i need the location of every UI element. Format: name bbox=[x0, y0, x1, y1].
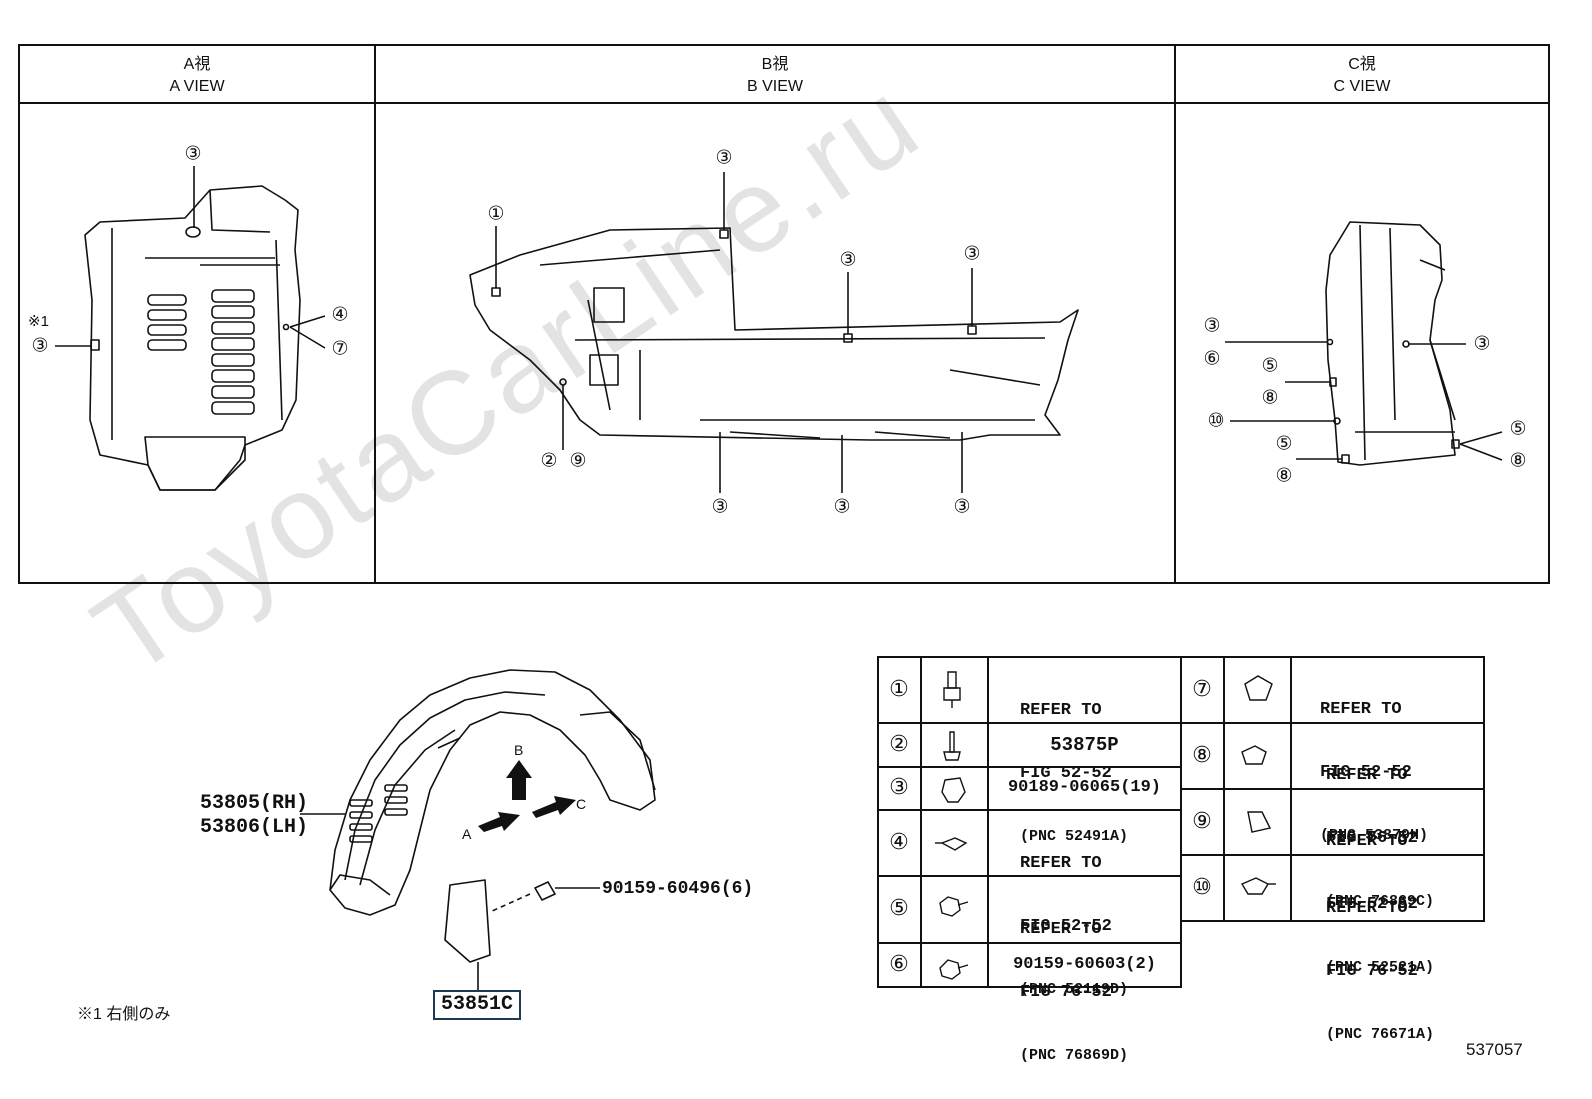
view-c-callout: ⑥ bbox=[1203, 347, 1221, 370]
ref-line: FIG 76-52 bbox=[1326, 962, 1418, 981]
ref-line: (PNC 52521A) bbox=[1326, 959, 1435, 976]
view-a-en: A VIEW bbox=[169, 78, 225, 95]
view-a-jp: A視 bbox=[183, 56, 211, 73]
ref-line: (PNC 52119D) bbox=[1020, 981, 1129, 998]
part-label-lh: 53806(LH) bbox=[200, 816, 309, 839]
view-a-header: A視 A VIEW bbox=[19, 54, 375, 98]
view-c-callout: ⑧ bbox=[1509, 449, 1527, 472]
footnote: ※1 右側のみ bbox=[77, 1006, 171, 1023]
table-part-cell: 53875P bbox=[1050, 734, 1119, 756]
table-row-num: ⑨ bbox=[1192, 809, 1212, 834]
table-row-num: ⑥ bbox=[889, 952, 909, 977]
view-a-callout: ④ bbox=[331, 303, 349, 326]
ref-line: FIG 52-52 bbox=[1326, 895, 1418, 914]
view-c-callout: ⑤ bbox=[1275, 432, 1293, 455]
table-ref-cell: REFER TO FIG 52-52 (PNC 53879H) bbox=[1320, 657, 1428, 867]
ref-line: REFER TO bbox=[1326, 899, 1408, 918]
ref-line: (PNC 52491A) bbox=[1020, 828, 1129, 845]
view-b-jp: B視 bbox=[761, 56, 789, 73]
ref-line: (PNC 76869C) bbox=[1326, 893, 1435, 910]
ref-line: (PNC 76869D) bbox=[1020, 1047, 1129, 1064]
arrow-label-b: B bbox=[514, 742, 524, 758]
view-b-drawing bbox=[469, 172, 1079, 493]
view-a-callout: ③ bbox=[31, 334, 49, 357]
view-b-callout: ③ bbox=[963, 242, 981, 265]
table-row-num: ⑦ bbox=[1192, 677, 1212, 702]
view-b-callout: ⑨ bbox=[569, 449, 587, 472]
view-b-callout: ③ bbox=[715, 146, 733, 169]
ref-line: REFER TO bbox=[1020, 701, 1102, 720]
view-a-note-mark: ※1 bbox=[28, 313, 49, 330]
table-row-num: ⑧ bbox=[1192, 743, 1212, 768]
arrow-label-a: A bbox=[462, 826, 472, 842]
table-row-num: ③ bbox=[889, 775, 909, 800]
view-b-header: B視 B VIEW bbox=[375, 54, 1175, 98]
ref-line: REFER TO bbox=[1326, 766, 1408, 785]
ref-line: REFER TO bbox=[1020, 854, 1102, 873]
table-part-cell: 90159-60603(2) bbox=[1013, 955, 1156, 974]
table-row-num: ④ bbox=[889, 830, 909, 855]
view-b-callout: ③ bbox=[833, 495, 851, 518]
view-b-callout: ② bbox=[540, 449, 558, 472]
view-c-callout: ③ bbox=[1473, 332, 1491, 355]
view-b-callout: ① bbox=[487, 202, 505, 225]
ref-line: FIG 52-52 bbox=[1320, 763, 1412, 782]
view-c-callout: ⑧ bbox=[1275, 464, 1293, 487]
table-ref-cell: REFER TO FIG 76-52 (PNC 76869D) bbox=[1020, 877, 1128, 1087]
ref-line: FIG 52-52 bbox=[1020, 917, 1112, 936]
view-c-drawing bbox=[1225, 221, 1503, 466]
ref-line: REFER TO bbox=[1020, 920, 1102, 939]
view-b-callout: ③ bbox=[953, 495, 971, 518]
part-label-rh: 53805(RH) bbox=[200, 792, 309, 815]
ref-line: FIG 52-52 bbox=[1020, 764, 1112, 783]
table-row-num: ⑩ bbox=[1192, 875, 1212, 900]
ref-line: REFER TO bbox=[1320, 700, 1402, 719]
view-a-callout: ③ bbox=[184, 142, 202, 165]
table-row-num: ① bbox=[889, 677, 909, 702]
view-c-callout: ⑩ bbox=[1207, 409, 1225, 432]
view-c-header: C視 C VIEW bbox=[1175, 54, 1549, 98]
view-a-callout: ⑦ bbox=[331, 337, 349, 360]
table-ref-cell: REFER TO FIG 52-52 (PNC 52491A) bbox=[1020, 658, 1128, 868]
bolt-part-label: 90159-60496(6) bbox=[602, 879, 754, 899]
view-b-en: B VIEW bbox=[746, 78, 803, 95]
arrow-label-c: C bbox=[576, 796, 587, 812]
ref-line: REFER TO bbox=[1326, 832, 1408, 851]
figure-id: 537057 bbox=[1466, 1040, 1523, 1059]
ref-line: FIG 76-52 bbox=[1326, 829, 1418, 848]
ref-line: (PNC 53879H) bbox=[1320, 827, 1429, 844]
ref-line: (PNC 76671A) bbox=[1326, 1026, 1435, 1043]
view-c-callout: ⑤ bbox=[1509, 417, 1527, 440]
view-c-callout: ③ bbox=[1203, 314, 1221, 337]
table-ref-cell: REFER TO FIG 76-52 (PNC 76671A) bbox=[1326, 856, 1434, 1066]
view-frame bbox=[18, 44, 1550, 584]
table-ref-cell: REFER TO FIG 52-52 (PNC 52119D) bbox=[1020, 811, 1128, 1021]
boxed-part-label: 53851C bbox=[433, 990, 522, 1020]
fender-liner-drawing bbox=[300, 669, 656, 990]
table-ref-cell: REFER TO FIG 76-52 (PNC 76869C) bbox=[1326, 723, 1434, 933]
table-row-num: ② bbox=[889, 732, 909, 757]
view-c-en: C VIEW bbox=[1333, 78, 1391, 95]
view-b-callout: ③ bbox=[711, 495, 729, 518]
view-c-callout: ⑤ bbox=[1261, 354, 1279, 377]
table-part-cell: 90189-06065(19) bbox=[1007, 778, 1162, 797]
view-b-callout: ③ bbox=[839, 248, 857, 271]
view-c-jp: C視 bbox=[1348, 56, 1376, 73]
view-c-callout: ⑧ bbox=[1261, 386, 1279, 409]
table-ref-cell: REFER TO FIG 52-52 (PNC 52521A) bbox=[1326, 789, 1434, 999]
view-a-drawing bbox=[55, 166, 326, 491]
table-row-num: ⑤ bbox=[889, 896, 909, 921]
ref-line: FIG 76-52 bbox=[1020, 983, 1112, 1002]
